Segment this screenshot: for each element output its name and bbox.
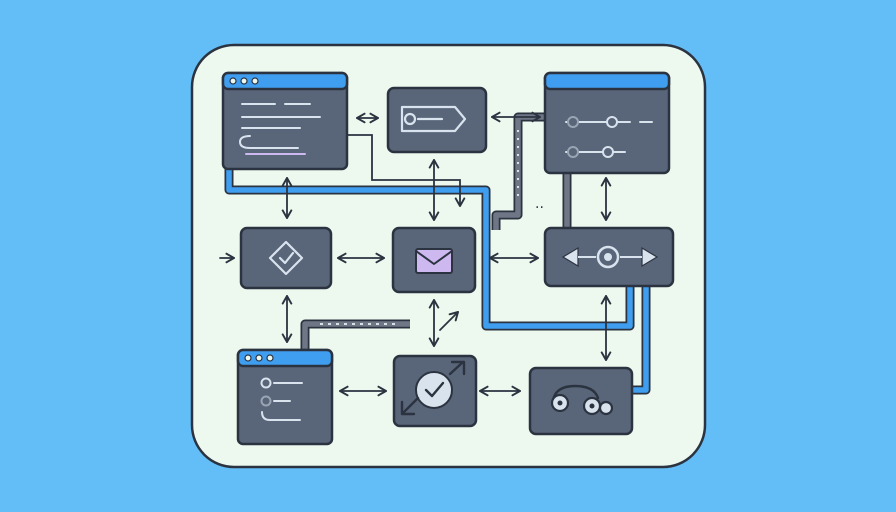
slider-settings-icon [565,116,653,158]
thin-route-a [347,134,466,207]
navigation-node[interactable] [543,226,675,288]
window-top-left[interactable] [221,71,349,171]
connector-arrows [219,111,612,397]
window-top-right[interactable] [543,71,671,175]
arrow-mail-diag [439,311,459,331]
mail-node[interactable] [391,226,477,294]
mail-icon [415,248,453,274]
diamond-check-icon [268,240,304,276]
sync-node[interactable] [392,354,478,428]
link-node[interactable] [528,366,634,436]
left-right-arrows-icon [561,245,659,269]
tag-icon [400,105,467,133]
svg-text:..: .. [535,196,544,212]
conduit-lines: .. [224,112,651,395]
tag-node[interactable] [386,86,488,154]
sync-arrows-icon [400,360,466,416]
chain-link-icon [550,384,614,416]
text-lines-icon [238,103,321,155]
diamond-node[interactable] [239,226,333,290]
list-bullets-icon [260,377,303,421]
window-bottom-left[interactable] [236,348,334,446]
